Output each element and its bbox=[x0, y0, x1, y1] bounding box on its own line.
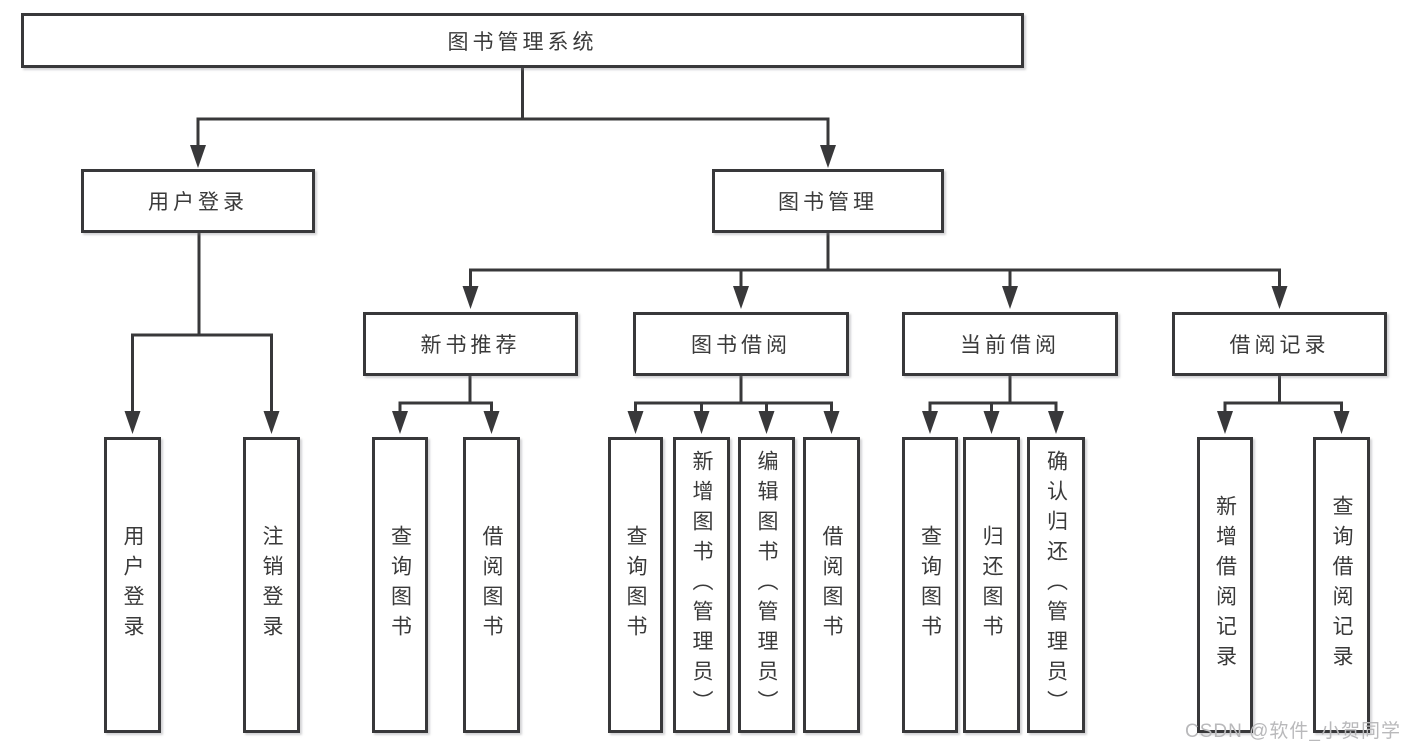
leaf-add-borrow-record: 新增借阅记录 bbox=[1197, 437, 1253, 733]
node-library-management-system: 图书管理系统 bbox=[21, 13, 1024, 68]
node-label: 新书推荐 bbox=[420, 334, 521, 357]
node-label: 借阅图书 bbox=[820, 525, 843, 645]
node-label: 图书借阅 bbox=[691, 334, 791, 357]
node-current-borrowing: 当前借阅 bbox=[902, 312, 1118, 376]
connector-user-login-to-leaves bbox=[124, 233, 280, 434]
node-label: 查询图书 bbox=[624, 525, 647, 645]
node-label: 借阅记录 bbox=[1229, 334, 1330, 357]
leaf-add-books-admin: 新增图书（管理员） bbox=[673, 437, 730, 733]
node-book-borrowing: 图书借阅 bbox=[633, 312, 849, 376]
leaf-confirm-return-admin: 确认归还（管理员） bbox=[1027, 437, 1085, 733]
node-label: 新增借阅记录 bbox=[1213, 495, 1237, 675]
node-new-book-recommendation: 新书推荐 bbox=[363, 312, 578, 376]
node-label: 图书管理 bbox=[778, 191, 878, 214]
leaf-query-books-recommend: 查询图书 bbox=[372, 437, 428, 733]
node-borrowing-records: 借阅记录 bbox=[1172, 312, 1387, 376]
node-label: 注销登录 bbox=[260, 525, 283, 645]
node-label: 查询图书 bbox=[388, 525, 412, 645]
node-label: 查询图书 bbox=[918, 525, 942, 645]
node-user-login: 用户登录 bbox=[81, 169, 315, 233]
connector-book-borrowing-to-leaves bbox=[627, 376, 840, 434]
leaf-user-login: 用户登录 bbox=[104, 437, 161, 733]
leaf-borrow-books-recommend: 借阅图书 bbox=[463, 437, 520, 733]
connector-borrowing-records-to-leaves bbox=[1217, 376, 1350, 434]
leaf-query-borrow-record: 查询借阅记录 bbox=[1313, 437, 1370, 733]
node-label: 归还图书 bbox=[980, 525, 1003, 645]
node-label: 图书管理系统 bbox=[447, 30, 598, 54]
node-label: 新增图书（管理员） bbox=[690, 450, 713, 720]
csdn-watermark: CSDN @软件_小贺同学 bbox=[1185, 721, 1401, 742]
leaf-query-books-borrowing: 查询图书 bbox=[608, 437, 663, 733]
node-label: 确认归还（管理员） bbox=[1044, 450, 1068, 720]
leaf-query-books-current: 查询图书 bbox=[902, 437, 958, 733]
node-label: 用户登录 bbox=[121, 525, 144, 645]
leaf-borrow-books: 借阅图书 bbox=[803, 437, 860, 733]
connector-new-book-recommendation-to-leaves bbox=[392, 376, 500, 434]
node-label: 用户登录 bbox=[148, 191, 248, 214]
node-label: 借阅图书 bbox=[480, 525, 503, 645]
connector-book-management-to-sections bbox=[462, 233, 1288, 309]
node-label: 查询借阅记录 bbox=[1330, 495, 1353, 675]
node-book-management: 图书管理 bbox=[712, 169, 944, 233]
connector-current-borrowing-to-leaves bbox=[922, 376, 1064, 434]
connector-root-to-branches bbox=[190, 66, 836, 168]
leaf-edit-books-admin: 编辑图书（管理员） bbox=[738, 437, 795, 733]
leaf-return-books: 归还图书 bbox=[963, 437, 1020, 733]
node-label: 编辑图书（管理员） bbox=[755, 450, 778, 720]
node-label: 当前借阅 bbox=[960, 334, 1060, 357]
leaf-logout: 注销登录 bbox=[243, 437, 300, 733]
